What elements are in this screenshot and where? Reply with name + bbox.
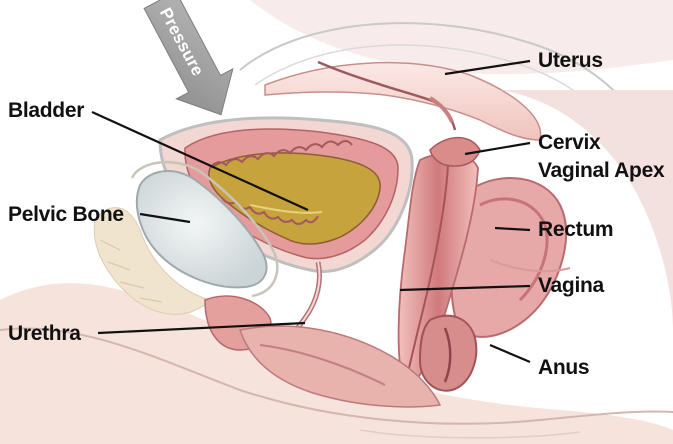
uterus-label: Uterus [538, 50, 603, 72]
bladder-label: Bladder [8, 100, 84, 122]
abdominal-wall [250, 0, 673, 74]
rectum-label: Rectum [538, 219, 613, 241]
cervix-label: Cervix [538, 132, 600, 154]
pelvic-bone-label: Pelvic Bone [8, 204, 124, 226]
vaginal-apex-label: Vaginal Apex [538, 160, 664, 182]
leader-anus [490, 345, 530, 362]
anal-canal-shape [420, 316, 476, 391]
pressure-arrow: Pressure [132, 0, 250, 130]
vagina-label: Vagina [538, 275, 604, 297]
urethra-label: Urethra [8, 323, 81, 345]
anus-label: Anus [538, 357, 589, 379]
